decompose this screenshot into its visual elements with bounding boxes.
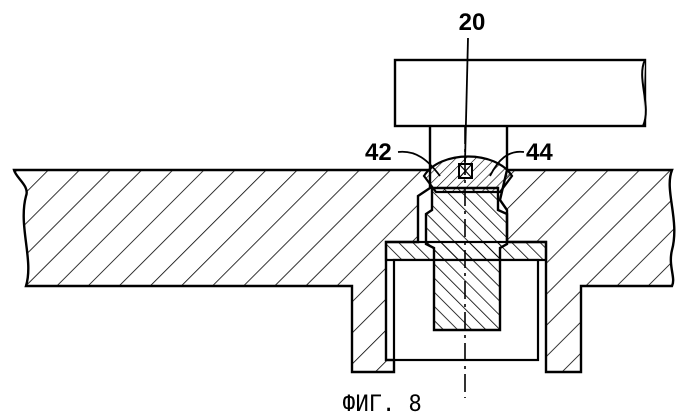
base-plate (14, 170, 430, 372)
stepped-pin (426, 188, 507, 330)
label-20: 20 (459, 9, 486, 36)
label-42: 42 (365, 139, 392, 166)
upper-plate (395, 60, 645, 126)
figure-caption: ФИГ. 8 (342, 392, 421, 416)
label-44: 44 (526, 139, 553, 166)
